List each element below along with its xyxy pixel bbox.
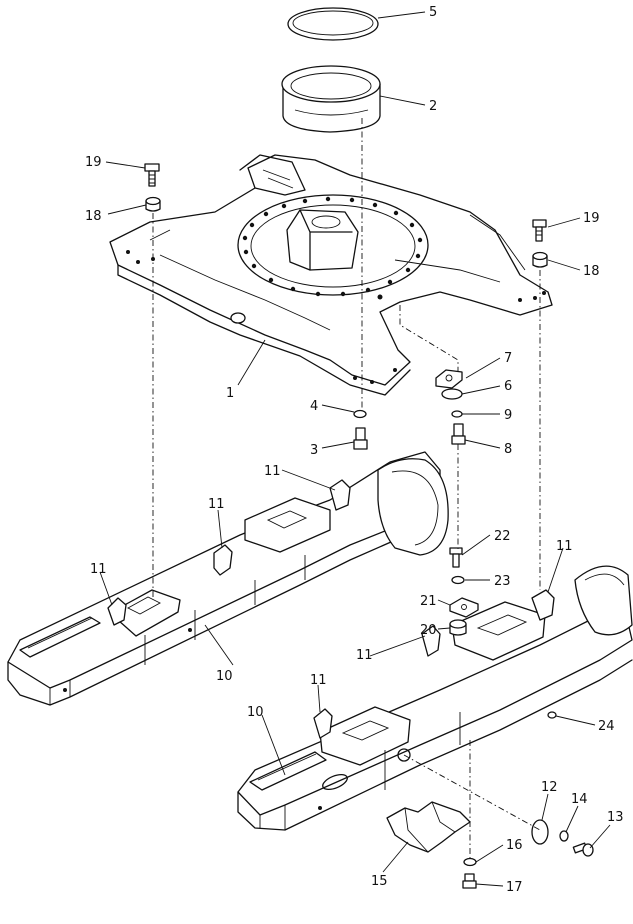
swing-circle-bolts bbox=[242, 196, 423, 297]
part-2-ring bbox=[281, 65, 381, 133]
callout-2: 2 bbox=[429, 99, 437, 114]
part-4-washer bbox=[353, 409, 367, 419]
part-5-snap-ring bbox=[287, 7, 379, 41]
callout-11-d: 11 bbox=[556, 539, 573, 554]
assembly-centerlines bbox=[152, 118, 541, 860]
part-24-nut bbox=[547, 711, 557, 719]
part-15-bracket bbox=[386, 801, 471, 853]
callout-6: 6 bbox=[504, 379, 512, 394]
part-12-cover bbox=[531, 819, 549, 845]
callout-4: 4 bbox=[310, 399, 318, 414]
part-7-plate bbox=[435, 369, 463, 389]
part-10-track-frame-right bbox=[237, 565, 633, 831]
part-14-washer bbox=[559, 830, 569, 842]
callout-labels: 5 2 19 18 19 18 1 7 6 9 8 4 3 11 11 11 1… bbox=[85, 5, 624, 895]
part-23-washer bbox=[451, 575, 465, 585]
callout-19-right: 19 bbox=[583, 211, 600, 226]
callout-11-a: 11 bbox=[264, 464, 281, 479]
part-8-bolt bbox=[451, 423, 466, 445]
callout-3: 3 bbox=[310, 443, 318, 458]
part-6-shim bbox=[441, 388, 463, 400]
part-1-frame bbox=[109, 154, 553, 396]
callout-10-right: 10 bbox=[247, 705, 264, 720]
callout-16: 16 bbox=[506, 838, 523, 853]
leader-lines bbox=[99, 11, 611, 887]
callout-18-left: 18 bbox=[85, 209, 102, 224]
callout-11-f: 11 bbox=[310, 673, 327, 688]
callout-21: 21 bbox=[420, 594, 437, 609]
callout-8: 8 bbox=[504, 442, 512, 457]
callout-11-c: 11 bbox=[90, 562, 107, 577]
callout-18-right: 18 bbox=[583, 264, 600, 279]
part-3-bolt bbox=[353, 427, 368, 450]
part-19-bolt-right bbox=[532, 219, 547, 242]
part-18-spacer-right bbox=[532, 251, 548, 268]
callout-10-left: 10 bbox=[216, 669, 233, 684]
callout-20: 20 bbox=[420, 623, 437, 638]
part-18-spacer-left bbox=[145, 196, 161, 212]
part-17-bolt bbox=[462, 873, 477, 889]
part-10-track-frame-left bbox=[7, 451, 449, 706]
part-16-washer bbox=[463, 857, 477, 867]
part-21-plate bbox=[449, 597, 479, 618]
callout-22: 22 bbox=[494, 529, 511, 544]
part-22-bolt bbox=[449, 547, 463, 568]
callout-19-left: 19 bbox=[85, 155, 102, 170]
part-9-washer bbox=[451, 410, 463, 418]
callout-14: 14 bbox=[571, 792, 588, 807]
part-13-bolt bbox=[572, 842, 594, 857]
callout-24: 24 bbox=[598, 719, 615, 734]
part-19-bolt-left bbox=[144, 163, 160, 187]
callout-13: 13 bbox=[607, 810, 624, 825]
callout-12: 12 bbox=[541, 780, 558, 795]
callout-7: 7 bbox=[504, 351, 512, 366]
callout-17: 17 bbox=[506, 880, 523, 895]
part-20-spacer bbox=[449, 619, 467, 636]
callout-11-b: 11 bbox=[208, 497, 225, 512]
callout-9: 9 bbox=[504, 408, 512, 423]
callout-11-e: 11 bbox=[356, 648, 373, 663]
callout-5: 5 bbox=[429, 5, 437, 20]
callout-1: 1 bbox=[226, 386, 234, 401]
callout-23: 23 bbox=[494, 574, 511, 589]
callout-15: 15 bbox=[371, 874, 388, 889]
